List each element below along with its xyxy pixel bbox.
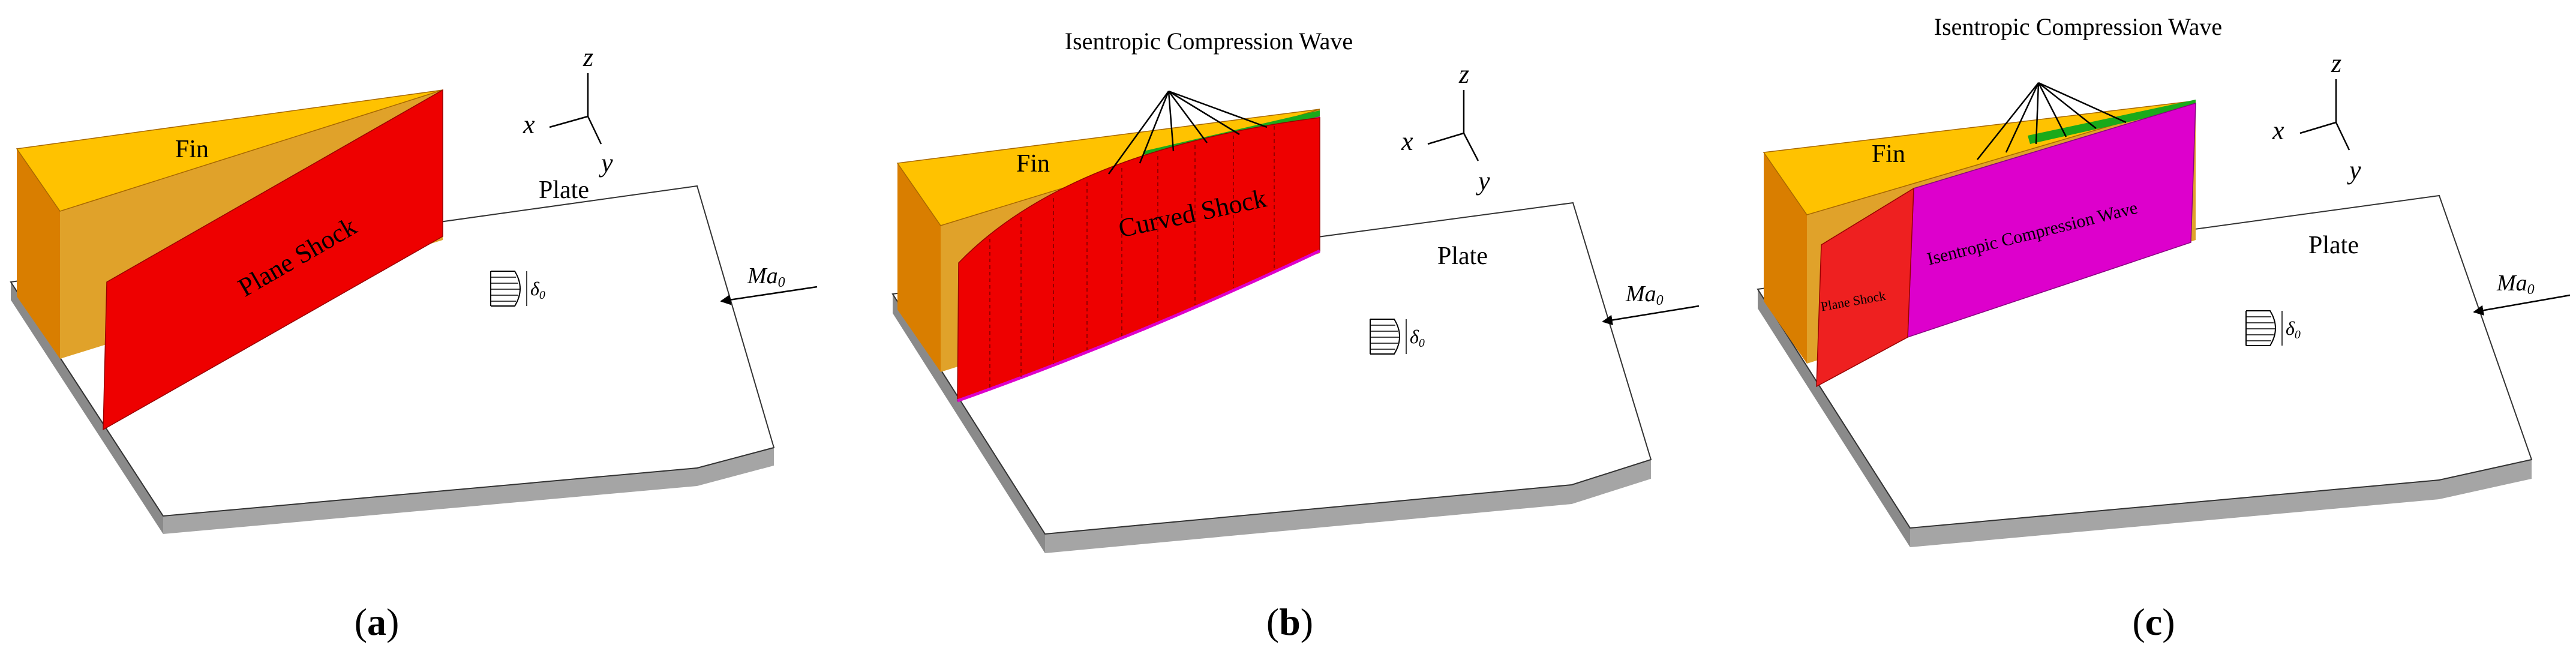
axis-z-c: z — [2331, 49, 2341, 78]
shock-segment-lines-b — [989, 126, 1275, 389]
fin-label-a: Fin — [175, 136, 209, 163]
axes-triad-c: z x y — [2272, 49, 2361, 185]
wave-title-b: Isentropic Compression Wave — [1065, 28, 1353, 55]
boundary-layer-profile-a: δ0 — [490, 271, 545, 307]
caption-a: (a) — [355, 601, 400, 643]
mach-arrow-a — [720, 286, 818, 305]
fin-label-b: Fin — [1016, 150, 1050, 178]
mach-arrow-b — [1602, 305, 1700, 326]
plane-shock-a — [103, 89, 443, 431]
axis-x-a: x — [523, 110, 535, 139]
boundary-layer-profile-c: δ0 — [2245, 310, 2301, 346]
plate-a-left-edge — [11, 282, 163, 534]
plane-shock-c — [1816, 187, 1914, 388]
fin-c-front-face — [1764, 152, 1807, 364]
plate-label-c: Plate — [2308, 232, 2359, 259]
fin-label-c: Fin — [1872, 140, 1905, 168]
wave-pointer-lines-b — [1107, 90, 1268, 175]
isentropic-fan-edge-b — [957, 249, 1321, 403]
axis-y-b: y — [1476, 166, 1490, 196]
fin-a-front-face — [17, 149, 60, 359]
delta-label-a: δ0 — [530, 278, 545, 302]
axis-x-c: x — [2272, 116, 2284, 145]
axis-y-a: y — [599, 148, 613, 178]
panel-a: Fin Plane Shock Plate δ0 Ma0 z x y (a) — [10, 43, 818, 643]
mach-label-c: Ma0 — [2496, 271, 2535, 298]
plate-label-a: Plate — [539, 176, 589, 204]
delta-label-b: δ0 — [1410, 326, 1425, 350]
caption-b: (b) — [1266, 601, 1313, 643]
boundary-layer-profile-b: δ0 — [1370, 319, 1425, 355]
plate-c-left-edge — [1758, 289, 1910, 547]
green-strip-c — [2028, 100, 2196, 144]
plate-c-front-edge — [1910, 460, 2532, 547]
axis-z-b: z — [1458, 59, 1469, 89]
plate-b-left-edge — [893, 294, 1045, 553]
wave-pointer-lines-c — [1977, 82, 2127, 160]
mach-label-a: Ma0 — [747, 263, 785, 290]
mach-label-b: Ma0 — [1625, 281, 1664, 308]
panel-c: Isentropic Compression Wave Fin Plane Sh… — [1757, 13, 2571, 643]
fin-a-top-face — [16, 89, 443, 212]
axis-x-b: x — [1401, 127, 1413, 156]
caption-c: (c) — [2132, 601, 2175, 643]
axes-triad-b: z x y — [1401, 59, 1490, 196]
panel-b: Isentropic Compression Wave Fin Curved S… — [891, 28, 1700, 643]
axis-z-a: z — [583, 43, 593, 72]
wave-title-c: Isentropic Compression Wave — [1934, 13, 2222, 40]
axis-y-c: y — [2347, 155, 2361, 185]
plate-a-front-edge — [163, 448, 774, 534]
fin-b-front-face — [897, 163, 941, 372]
delta-label-c: δ0 — [2286, 317, 2301, 341]
axes-triad-a: z x y — [523, 43, 613, 178]
plate-b-front-edge — [1045, 460, 1651, 553]
mach-arrow-c — [2473, 294, 2571, 316]
plate-label-b: Plate — [1437, 242, 1488, 270]
